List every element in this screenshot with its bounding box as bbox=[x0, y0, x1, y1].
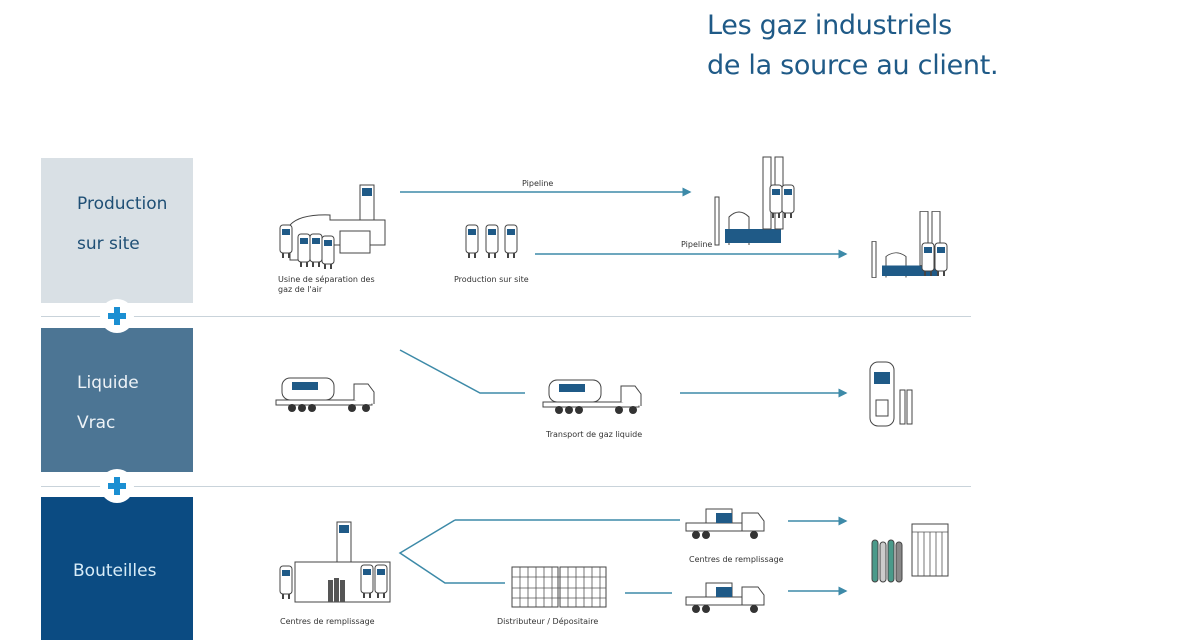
onsite-production-label: Production sur site bbox=[454, 275, 529, 284]
storage-tank-icon bbox=[869, 361, 913, 427]
category-liquide-vrac: Liquide Vrac bbox=[41, 328, 193, 472]
page-title: Les gaz industriels de la source au clie… bbox=[707, 10, 999, 81]
tanker-truck-icon bbox=[542, 379, 642, 415]
flow-line bbox=[399, 349, 525, 394]
air-separation-label: Usine de séparation des gaz de l'air bbox=[278, 275, 375, 294]
pipeline-label: Pipeline bbox=[522, 179, 554, 188]
customer-plant-icon bbox=[871, 211, 948, 278]
flatbed-truck-icon bbox=[685, 508, 765, 540]
customer-plant-icon bbox=[714, 156, 795, 246]
category-bouteilles: Bouteilles bbox=[41, 497, 193, 640]
flatbed-truck-icon bbox=[685, 582, 765, 614]
filling-centre-icon bbox=[279, 521, 391, 603]
category-production-sur-site: Production sur site bbox=[41, 158, 193, 303]
flow-line bbox=[398, 519, 505, 584]
onsite-production-tanks-icon bbox=[465, 224, 518, 259]
distributor-cylinder-rack-icon bbox=[511, 566, 607, 608]
plus-icon bbox=[100, 299, 134, 333]
pipeline-label: Pipeline bbox=[681, 240, 713, 249]
row-divider bbox=[41, 316, 971, 317]
liquid-transport-label: Transport de gaz liquide bbox=[546, 430, 643, 439]
air-separation-plant-icon bbox=[279, 184, 386, 270]
gas-cylinders-icon bbox=[871, 523, 949, 583]
distributor-label: Distributeur / Dépositaire bbox=[497, 617, 599, 626]
row-divider bbox=[41, 486, 971, 487]
tanker-truck-icon bbox=[275, 377, 375, 413]
filling-centres-label: Centres de remplissage bbox=[280, 617, 375, 626]
plus-icon bbox=[100, 469, 134, 503]
filling-centres-truck-label: Centres de remplissage bbox=[689, 555, 784, 564]
